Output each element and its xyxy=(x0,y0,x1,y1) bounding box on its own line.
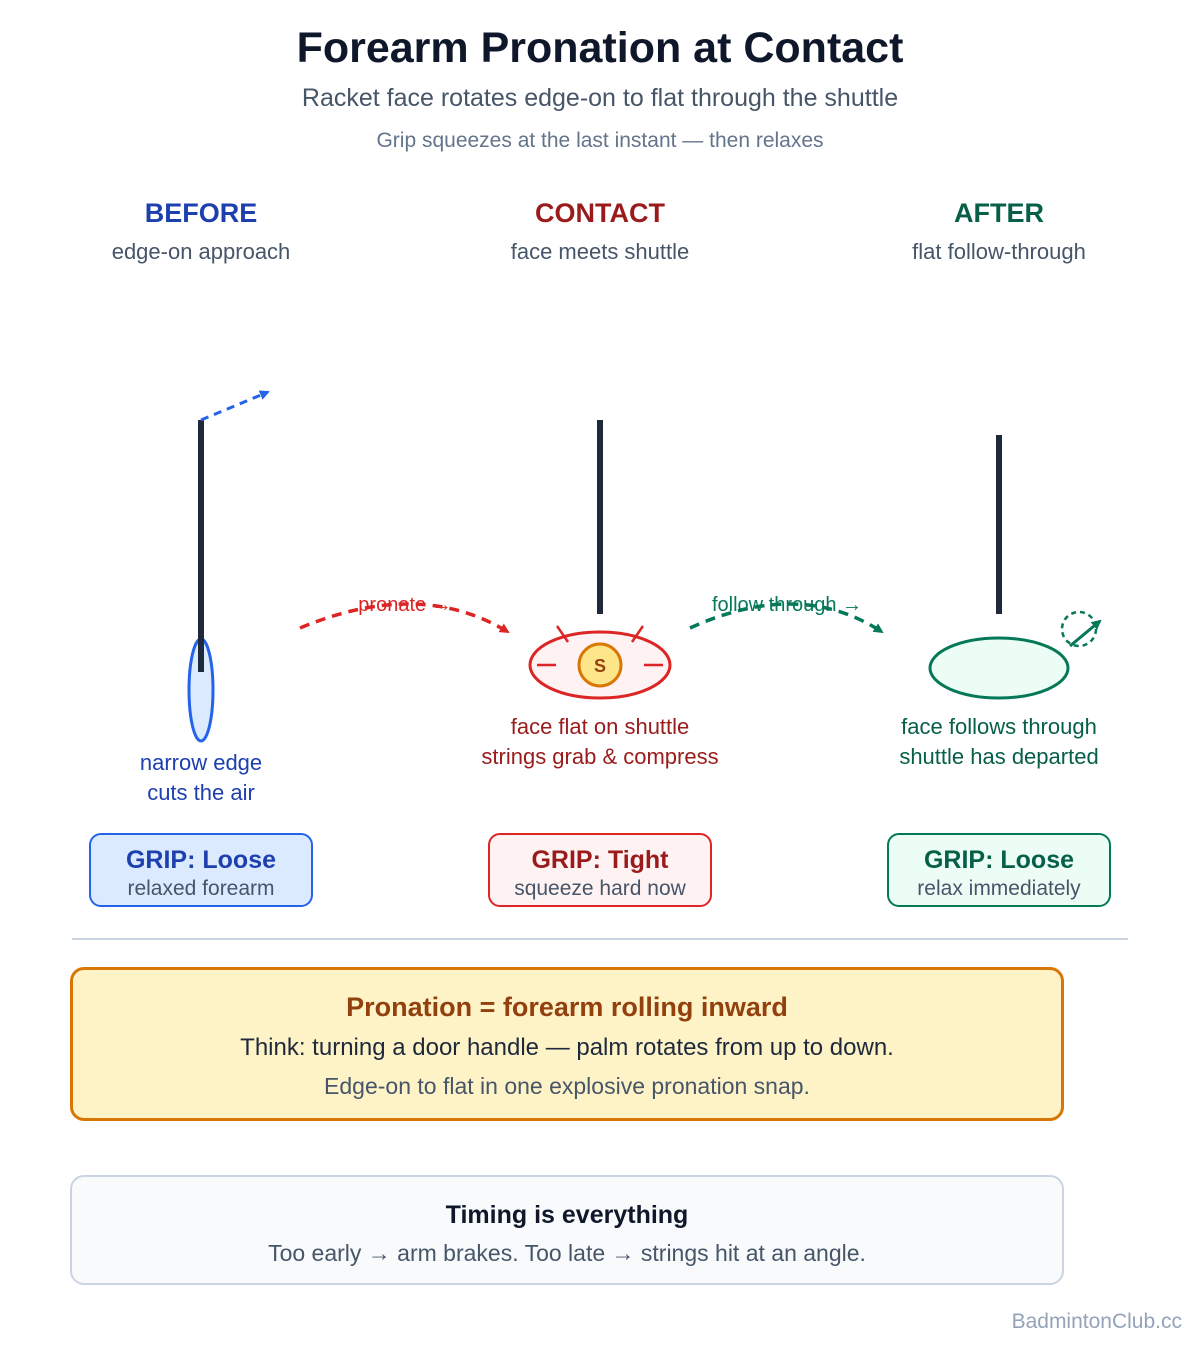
phase-before-title: BEFORE xyxy=(144,198,258,228)
follow-through-label: follow through → xyxy=(712,594,862,616)
grip-title: GRIP: Loose xyxy=(125,846,276,874)
impact-mark xyxy=(630,625,645,643)
key-insight-line: Think: turning a door handle — palm rota… xyxy=(240,1034,894,1061)
impact-mark xyxy=(555,625,570,643)
phase-before-subtitle: edge-on approach xyxy=(111,239,291,264)
page-tagline: Grip squeezes at the last instant — then… xyxy=(376,129,824,152)
follow-through-arrow: follow through → xyxy=(689,594,884,634)
pronate-label: pronate → xyxy=(358,594,451,616)
racket-before xyxy=(187,390,270,743)
after-note: face follows through shuttle has departe… xyxy=(819,712,1179,772)
after-note-line: face follows through xyxy=(901,714,1097,739)
timing-box: Timing is everything Too early → arm bra… xyxy=(70,1175,1064,1285)
after-note-line: shuttle has departed xyxy=(899,744,1099,769)
follow-through-arrow-path xyxy=(689,602,884,634)
section-divider xyxy=(72,938,1128,940)
timing-title: Timing is everything xyxy=(445,1201,689,1229)
contact-note-line: strings grab & compress xyxy=(481,744,719,769)
pronation-diagram: pronate → S follow through → xyxy=(187,390,1102,743)
phase-after-subtitle: flat follow-through xyxy=(912,239,1086,264)
phase-contact-title: CONTACT xyxy=(535,198,665,228)
page-title: Forearm Pronation at Contact xyxy=(296,24,904,72)
racket-contact: S xyxy=(528,420,672,700)
contact-note-line: face flat on shuttle xyxy=(510,714,690,739)
grip-subtitle: relax immediately xyxy=(917,877,1081,900)
grip-subtitle: relaxed forearm xyxy=(127,877,275,900)
key-insight-line: Edge-on to flat in one explosive pronati… xyxy=(324,1073,810,1099)
before-note-line: cuts the air xyxy=(147,780,255,805)
swing-direction-arrow xyxy=(200,390,270,422)
phase-after-title: AFTER xyxy=(954,198,1044,228)
page-subtitle: Racket face rotates edge-on to flat thro… xyxy=(301,84,899,112)
grip-badge-contact: GRIP: Tight squeeze hard now xyxy=(488,833,712,907)
shuttle-departure-arrow xyxy=(1069,619,1102,648)
shuttle-label: S xyxy=(594,656,606,676)
pronate-arrow-path xyxy=(299,602,510,634)
pronate-arrow: pronate → xyxy=(299,594,510,634)
grip-badge-after: GRIP: Loose relax immediately xyxy=(887,833,1111,907)
before-note: narrow edge cuts the air xyxy=(21,748,381,808)
racket-after xyxy=(928,435,1102,700)
grip-title: GRIP: Loose xyxy=(923,846,1074,874)
phase-contact-subtitle: face meets shuttle xyxy=(510,239,690,264)
shuttle-icon xyxy=(577,642,623,688)
grip-badge-before: GRIP: Loose relaxed forearm xyxy=(89,833,313,907)
grip-title: GRIP: Tight xyxy=(531,846,669,874)
footer-credit: BadmintonClub.cc xyxy=(1011,1310,1182,1333)
timing-body: Too early → arm brakes. Too late → strin… xyxy=(268,1240,866,1266)
grip-subtitle: squeeze hard now xyxy=(514,877,686,900)
key-insight-box: Pronation = forearm rolling inward Think… xyxy=(70,967,1064,1121)
before-note-line: narrow edge xyxy=(139,750,263,775)
racket-head-after xyxy=(928,636,1070,700)
contact-note: face flat on shuttle strings grab & comp… xyxy=(420,712,780,772)
key-insight-title: Pronation = forearm rolling inward xyxy=(346,992,788,1022)
